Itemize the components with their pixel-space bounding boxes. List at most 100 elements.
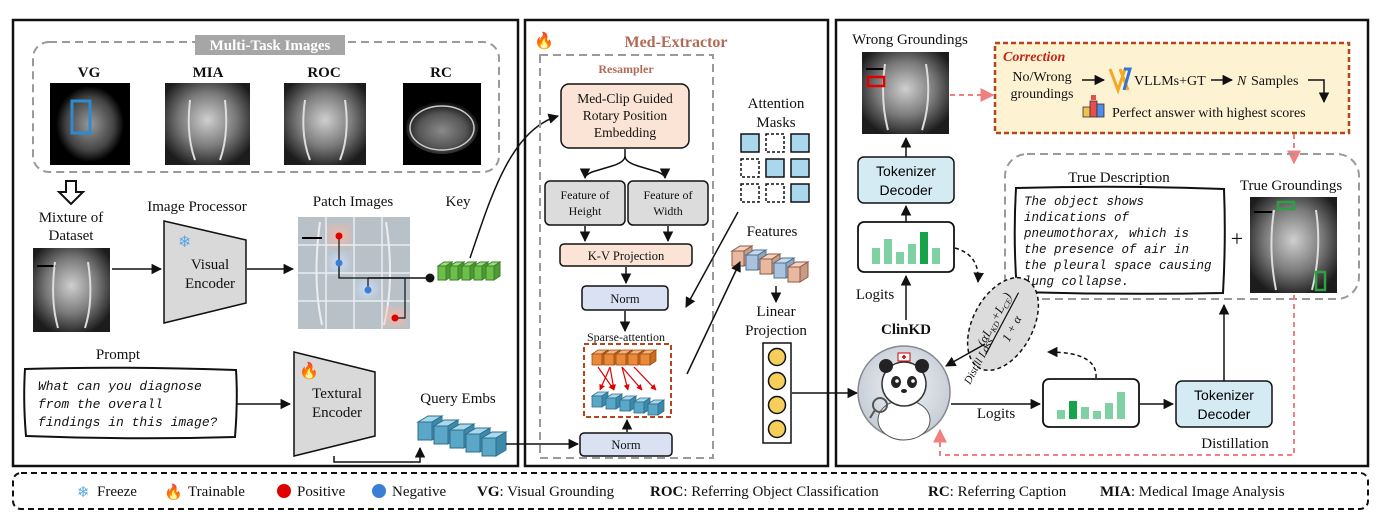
true-groups-box (1004, 153, 1360, 300)
legend-rc-key: RC (928, 484, 950, 500)
prompt-title: Prompt (96, 347, 141, 363)
fire-icon-extractor: 🔥 (534, 31, 554, 50)
legend-negative: Negative (392, 484, 446, 500)
rope-line-3: Embedding (594, 125, 656, 140)
hollow-down-arrow (56, 180, 86, 206)
podium-icon (1082, 95, 1105, 118)
mixture-label-2: Dataset (49, 228, 95, 244)
perfect-answer-label: Perfect answer with highest scores (1112, 106, 1306, 121)
formula-plus: +L (988, 303, 1008, 323)
features-tokens (730, 245, 810, 283)
sparse-attention-label: Sparse-attention (587, 330, 665, 344)
key-label: Key (446, 194, 471, 210)
logits-bottom-box (1042, 378, 1140, 428)
mixture-label-1: Mixture of (39, 210, 104, 226)
logits-top-bars (872, 232, 940, 264)
logits-top-label: Logits (856, 287, 894, 303)
query-embs-label: Query Embs (420, 391, 496, 407)
arrow-rope-to-width (624, 155, 671, 180)
logits-bottom-bars (1057, 392, 1125, 419)
vllm-logo-icon (1108, 68, 1130, 95)
svg-text:RC: Referring Caption: RC: Referring Caption (928, 484, 1067, 500)
thumb-label-roc: ROC (307, 65, 340, 81)
projection-vector (762, 342, 792, 444)
legend-roc-text: : Referring Object Classification (683, 484, 879, 500)
key-junction-dot (425, 273, 435, 283)
wrong-groundings-image (862, 52, 949, 134)
med-extractor-title: Med-Extractor (624, 34, 727, 51)
legend-roc-key: ROC (650, 484, 683, 500)
legend-vg-key: VG (477, 484, 500, 500)
correction-no-wrong-line-1: No/Wrong (1012, 70, 1071, 85)
tokenizer-top-line-2: Decoder (880, 182, 933, 198)
true-desc-line-3: pneumothorax, which is (1023, 227, 1189, 241)
thumb-image-roc (284, 83, 366, 165)
legend-vg-text: : Visual Grounding (500, 484, 615, 500)
legend-mia-text: : Medical Image Analysis (1131, 484, 1285, 500)
feature-height-line-1: Feature of (561, 188, 610, 202)
feature-width-line-2: Width (653, 204, 683, 218)
vllm-gt-label: VLLMs+GT (1134, 74, 1206, 89)
formula-close: ) (999, 290, 1014, 301)
legend-trainable: Trainable (188, 484, 245, 500)
plus-sign: + (1231, 226, 1243, 251)
thumb-label-mia: MIA (193, 65, 224, 81)
true-groundings-label: True Groundings (1240, 178, 1343, 194)
arrow-textural-to-query (333, 446, 426, 463)
image-processor-label: Image Processor (147, 199, 247, 215)
clinkd-panda-avatar (857, 345, 951, 441)
arrow-sparse-to-features (686, 261, 741, 375)
tokenizer-bottom-line-2: Decoder (1198, 406, 1251, 422)
norm-top-box (581, 285, 669, 311)
thumb-image-rc (403, 83, 481, 165)
feature-width-box (627, 180, 709, 226)
legend-snowflake-icon: ❄ (77, 484, 90, 501)
snowflake-icon: ❄ (178, 234, 191, 251)
sparse-orange-tokens (590, 349, 658, 366)
arrow-correction-3 (1308, 79, 1330, 104)
resampler-group (539, 54, 714, 459)
true-groundings-image (1250, 197, 1337, 293)
norm-bottom-label: Norm (611, 438, 640, 452)
true-description-title: True Description (1068, 170, 1170, 186)
arrow-rope-to-height (579, 149, 626, 180)
panel-right (834, 18, 1370, 468)
distillation-label: Distillation (1201, 436, 1269, 452)
key-tokens (436, 261, 502, 281)
legend-positive-dot (277, 484, 291, 498)
linear-projection-line-1: Linear (756, 304, 795, 320)
attention-masks-line-1: Attention (748, 96, 805, 112)
textural-encoder (293, 351, 376, 457)
input-xray-image (33, 248, 110, 332)
legend-positive: Positive (297, 484, 346, 500)
visual-encoder-label-2: Encoder (185, 276, 235, 292)
true-desc-line-5: the pleural space causing (1024, 259, 1212, 273)
patch-images-label: Patch Images (313, 194, 394, 210)
feature-height-box (544, 180, 626, 226)
linear-projection-line-2: Projection (745, 323, 807, 339)
prompt-line-2: from the overall (38, 397, 163, 412)
prompt-box (23, 366, 238, 440)
clinkd-label: ClinKD (881, 322, 931, 338)
rope-line-2: Rotary Position (583, 108, 668, 123)
logits-top-box (857, 221, 955, 273)
attention-masks-grid (740, 133, 810, 203)
svg-text:MIA: Medical Image Analysis: MIA: Medical Image Analysis (1100, 484, 1285, 500)
legend-negative-dot (372, 484, 386, 498)
fire-icon-textural: 🔥 (299, 361, 319, 380)
thumb-label-vg: VG (78, 65, 101, 81)
multitask-title-bg (195, 35, 345, 55)
panel-left (11, 18, 520, 468)
true-desc-line-2: indications of (1024, 211, 1130, 225)
arrow-key-to-rope (469, 113, 560, 259)
prompt-line-1: What can you diagnose (38, 379, 202, 394)
distill-loss-formula: (αLKD+LCE) 1 + α (966, 276, 1040, 372)
tokenizer-bottom-line-1: Tokenizer (1194, 387, 1254, 403)
correction-no-wrong-line-2: groundings (1011, 87, 1074, 102)
true-desc-line-1: The object shows (1024, 195, 1144, 209)
kv-projection-label: K-V Projection (588, 249, 665, 263)
rope-box (560, 83, 690, 149)
rope-line-1: Med-Clip Guided (577, 91, 673, 106)
arrow-student-logits-to-loss (1046, 346, 1097, 379)
